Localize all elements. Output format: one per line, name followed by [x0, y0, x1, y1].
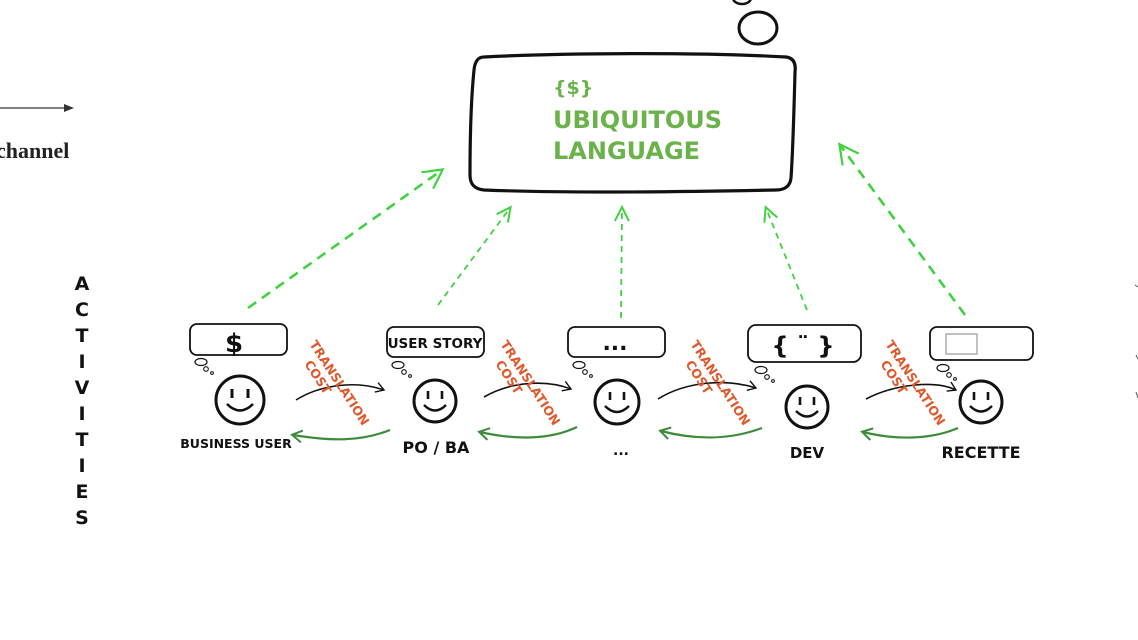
speech-bubble: [567, 326, 666, 358]
bubble-content: ...: [602, 331, 627, 356]
back-arrow: [658, 426, 763, 440]
ul-line-2: LANGUAGE: [553, 137, 700, 165]
bubble-content: USER STORY: [388, 336, 483, 352]
actor-name: DEV: [790, 444, 825, 462]
dashed-arrow-dev: [763, 204, 808, 311]
smiley-face: [958, 379, 1004, 425]
activities-letter: I: [78, 351, 85, 373]
forward-arrow: [657, 380, 758, 400]
screen-icon: [945, 333, 978, 355]
bubble-content: { ¨ }: [772, 332, 835, 360]
left-fragment: channel: [0, 104, 74, 163]
back-arrow: [290, 428, 391, 444]
translation-link-2: TRANSLATION COST: [477, 337, 578, 441]
channel-arrowhead: [64, 104, 74, 112]
bubble-content: $: [225, 329, 243, 359]
actor-name: PO / BA: [403, 438, 471, 457]
translation-link-3: TRANSLATION COST: [657, 337, 763, 440]
smiley-face: [214, 374, 266, 426]
actor-name: RECETTE: [941, 443, 1020, 462]
activities-letter: E: [76, 481, 89, 503]
actor-po-ba: USER STORY PO / BA: [386, 326, 485, 457]
dashed-arrow-business: [247, 168, 445, 310]
ubiquitous-language-box: {$} UBIQUITOUS LANGUAGE: [468, 52, 797, 194]
back-arrow: [860, 426, 959, 441]
activities-label: A C T I V I T I E S: [75, 273, 90, 529]
back-arrow: [477, 426, 578, 441]
activities-letter: V: [75, 377, 90, 399]
activities-letter: I: [78, 403, 85, 425]
actor-recette: RECETTE: [929, 326, 1034, 462]
activities-letter: T: [76, 429, 89, 451]
dashed-arrows: [247, 142, 967, 319]
speech-bubble: [189, 323, 288, 356]
smiley-face: [412, 378, 458, 424]
actor-middle: ... ...: [567, 326, 666, 459]
dashed-arrow-middle: [613, 204, 630, 319]
dashed-arrow-recette: [838, 142, 967, 316]
actor-name: ...: [613, 443, 629, 459]
channel-label: channel: [0, 138, 69, 163]
forward-arrow: [295, 382, 386, 401]
speech-bubble: [386, 326, 485, 358]
smiley-face: [784, 384, 830, 430]
activities-letter: S: [75, 507, 89, 529]
smiley-face: [593, 378, 641, 426]
translation-link-1: TRANSLATION COST: [290, 337, 391, 444]
dashed-arrow-po: [437, 205, 512, 306]
forward-arrow: [865, 381, 958, 400]
activities-letter: T: [76, 325, 89, 347]
actor-business-user: $ BUSINESS USER: [180, 323, 292, 451]
activities-letter: A: [75, 273, 90, 295]
speech-bubble: [747, 324, 862, 363]
thought-bubble-top: [732, 0, 779, 46]
activities-letter: C: [75, 299, 89, 321]
actor-name: BUSINESS USER: [180, 436, 292, 451]
ul-line-1: UBIQUITOUS: [553, 106, 722, 134]
speech-bubble: [929, 326, 1034, 361]
ul-symbol: {$}: [553, 77, 593, 99]
activities-letter: I: [78, 455, 85, 477]
actor-dev: { ¨ } DEV: [747, 324, 862, 462]
forward-arrow: [483, 381, 573, 398]
